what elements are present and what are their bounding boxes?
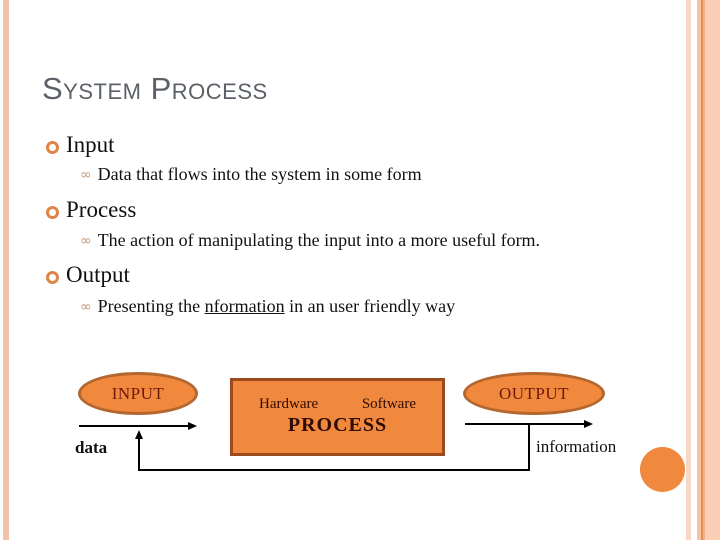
data-label: data xyxy=(75,438,108,457)
sub-bullet-output-prefix: Presenting the xyxy=(97,296,205,316)
sub-bullet-input: ∞ Data that flows into the system in some… xyxy=(80,164,422,185)
sub-bullet-icon: ∞ xyxy=(80,167,92,183)
output-arrowhead-icon xyxy=(584,420,593,428)
right-border-stripe-outer xyxy=(686,0,691,540)
right-border-stripe-line-light xyxy=(703,0,705,540)
output-ellipse-label: OUTPUT xyxy=(498,383,570,403)
sub-bullet-process: ∞ The action of manipulating the input in… xyxy=(80,230,540,251)
orange-dot-decoration xyxy=(640,447,685,492)
sub-bullet-icon: ∞ xyxy=(80,299,92,315)
right-border-stripe-band xyxy=(705,0,720,540)
input-ellipse-label: INPUT xyxy=(111,383,165,403)
sub-bullet-output-underlined: nformation xyxy=(204,296,285,316)
input-ellipse: INPUT xyxy=(78,372,198,415)
bullet-ring-icon xyxy=(46,271,59,284)
output-ellipse: OUTPUT xyxy=(463,372,605,415)
input-arrow-line xyxy=(79,425,189,427)
input-arrowhead-icon xyxy=(188,422,197,430)
sub-bullet-output: ∞ Presenting the nformation in an user fr… xyxy=(80,296,455,317)
bullet-process: Process xyxy=(66,197,137,222)
feedback-vertical-line-right xyxy=(528,424,530,471)
bullet-ring-icon xyxy=(46,141,59,154)
feedback-vertical-line-left xyxy=(138,438,140,471)
right-border-stripe-line-dark xyxy=(701,0,703,540)
bullet-output: Output xyxy=(66,262,130,287)
output-arrow-line xyxy=(465,423,585,425)
sub-bullet-process-text: The action of manipulating the input int… xyxy=(97,230,541,250)
information-label: information xyxy=(536,437,617,456)
feedback-bottom-line xyxy=(138,469,530,471)
process-hardware-label: Hardware xyxy=(259,396,319,412)
process-box: Hardware Software PROCESS xyxy=(230,378,445,456)
sub-bullet-icon: ∞ xyxy=(80,233,92,249)
bullet-ring-icon xyxy=(46,206,59,219)
page-title: System Process xyxy=(42,71,268,106)
process-software-label: Software xyxy=(361,396,416,412)
bullet-input: Input xyxy=(66,132,115,157)
sub-bullet-output-suffix: in an user friendly way xyxy=(284,296,456,316)
feedback-arrowhead-icon xyxy=(135,430,143,439)
sub-bullet-input-text: Data that flows into the system in some … xyxy=(97,164,422,184)
process-box-label: PROCESS xyxy=(287,414,388,436)
left-border-stripe xyxy=(3,0,9,540)
right-border-stripe-inner xyxy=(697,0,701,540)
